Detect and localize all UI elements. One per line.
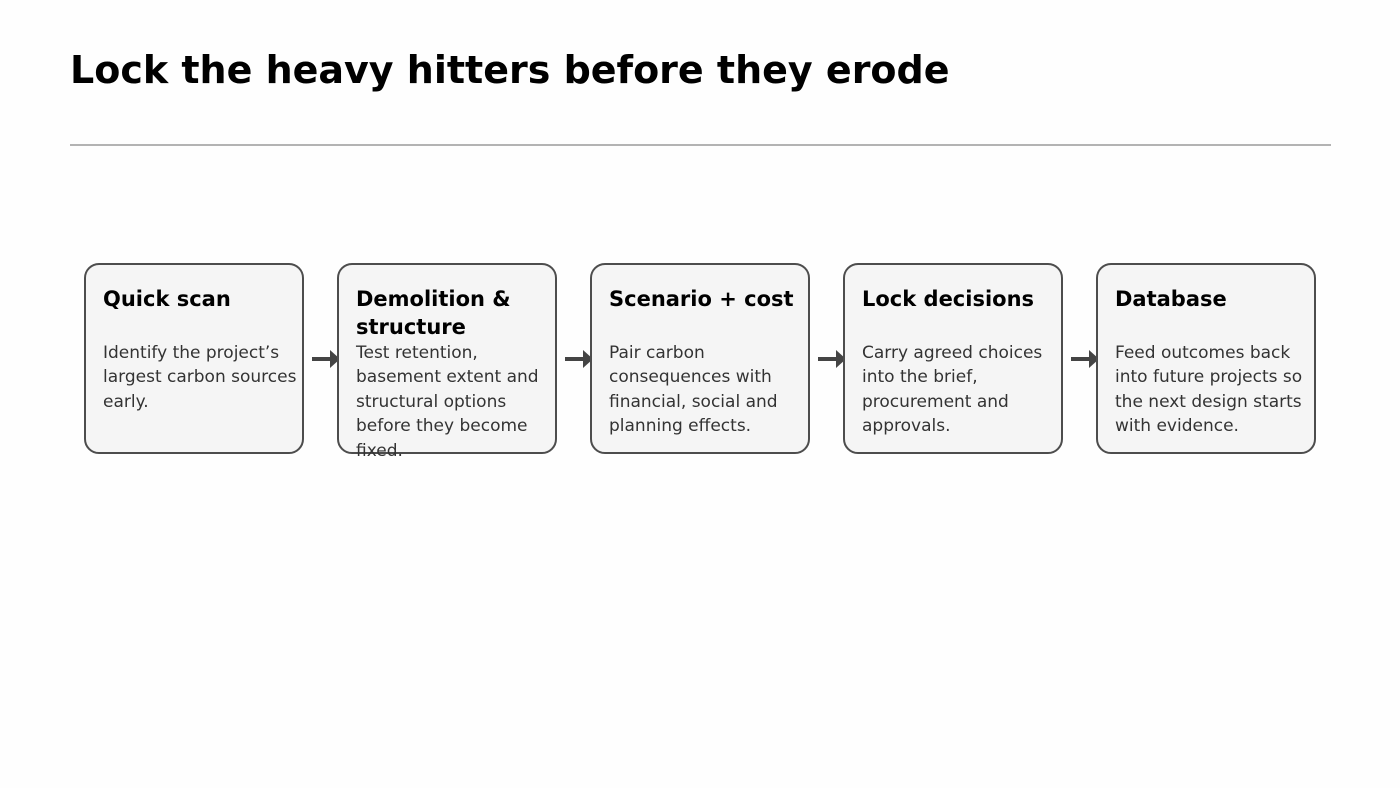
step-title: Demolition & structure [356, 287, 511, 339]
step-title: Scenario + cost [609, 287, 794, 311]
step-description: Feed outcomes back into future projects … [1115, 343, 1303, 437]
step-card-scenario-cost: Scenario + cost Pair carbon consequences… [590, 263, 810, 454]
step-description: Pair carbon consequences with financial,… [609, 343, 778, 437]
right-arrow-icon [818, 350, 846, 368]
step-card-lock-decisions: Lock decisions Carry agreed choices into… [843, 263, 1063, 454]
title-divider [70, 144, 1331, 146]
right-arrow-icon [1071, 350, 1099, 368]
step-title: Database [1115, 287, 1227, 311]
step-title: Lock decisions [862, 287, 1035, 311]
step-description: Carry agreed choices into the brief, pro… [862, 343, 1043, 437]
step-description: Identify the project’s largest carbon so… [103, 343, 297, 412]
step-card-demolition-structure: Demolition & structure Test retention, b… [337, 263, 557, 461]
step-card-database: Database Feed outcomes back into future … [1096, 263, 1316, 454]
step-description: Test retention, basement extent and stru… [356, 343, 539, 461]
step-card-quick-scan: Quick scan Identify the project’s larges… [84, 263, 304, 454]
right-arrow-icon [312, 350, 340, 368]
right-arrow-icon [565, 350, 593, 368]
slide-title: Lock the heavy hitters before they erode [70, 48, 950, 92]
step-title: Quick scan [103, 287, 231, 311]
